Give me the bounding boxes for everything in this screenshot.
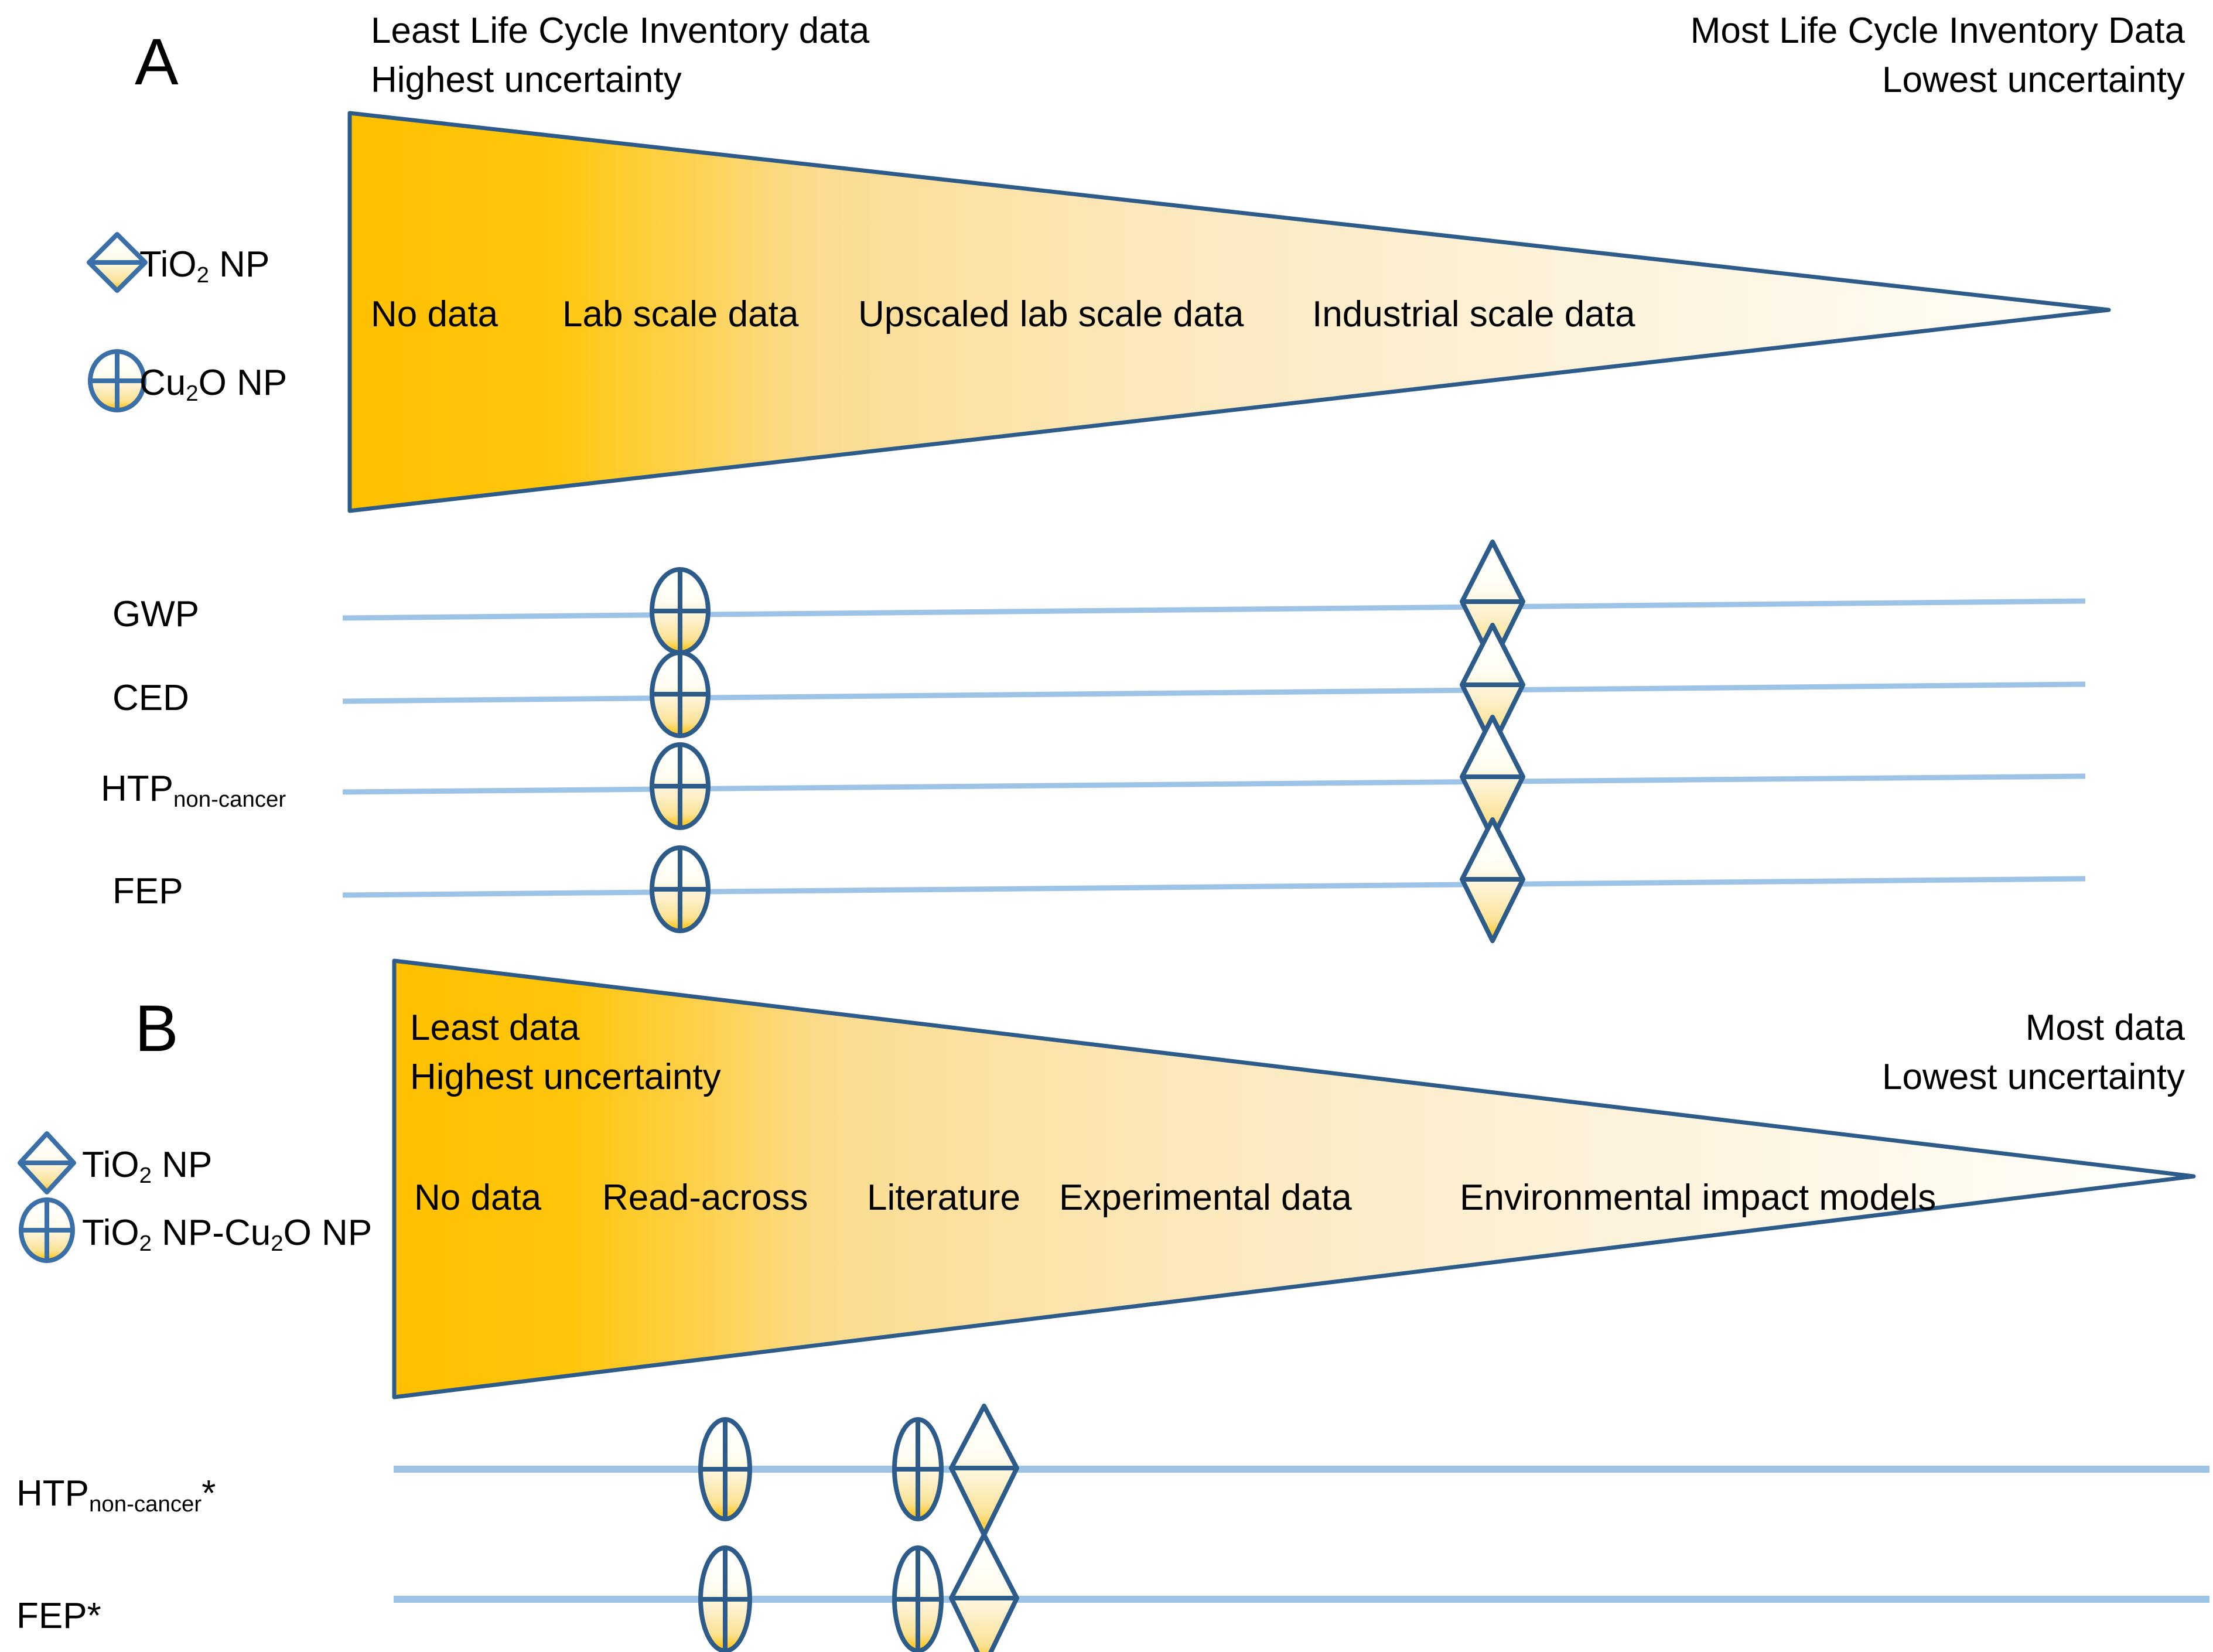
panel-a-triangle-shape xyxy=(347,111,2111,513)
panel-b-row-label-htp: HTPnon-cancer* xyxy=(16,1472,216,1517)
panel-a-stage-label-lab-scale: Lab scale data xyxy=(562,294,799,335)
panel-b-header-inside-line1: Least data xyxy=(410,1008,580,1048)
panel-a-marker-circle-ced xyxy=(650,650,711,738)
panel-b-header-inside-line2: Highest uncertainty xyxy=(410,1057,721,1097)
panel-b-row-label-htp-text: HTPnon-cancer xyxy=(16,1473,202,1517)
panel-a-marker-circle-htp xyxy=(650,742,711,830)
panel-a-header-left-line2: Highest uncertainty xyxy=(371,60,682,100)
panel-a-stage-label-industrial: Industrial scale data xyxy=(1312,294,1635,335)
panel-b-stage-label-literature: Literature xyxy=(867,1177,1020,1218)
panel-a-row-label-gwp: GWP xyxy=(112,593,199,636)
panel-b-stage-label-read-across: Read-across xyxy=(602,1177,808,1218)
panel-a-row-label-ced-text: CED xyxy=(112,678,189,718)
panel-b-stage-label-experimental: Experimental data xyxy=(1059,1177,1352,1218)
panel-a-row-label-fep-text: FEP xyxy=(112,871,183,912)
panel-b-marker-circle-readacross-htp xyxy=(698,1417,752,1521)
panel-b-row-label-fep: FEP* xyxy=(16,1595,101,1637)
panel-a-legend-text-cu2o: Cu2O NP xyxy=(139,363,288,406)
panel-a-legend-diamond-icon xyxy=(87,232,148,293)
panel-a-row-line-gwp xyxy=(342,598,2086,621)
panel-b-row-label-fep-text: FEP xyxy=(16,1596,87,1636)
panel-b-legend-label-tio2-cu2o: TiO2 NP-Cu2O NP xyxy=(82,1211,373,1256)
panel-a-marker-diamond-fep xyxy=(1460,817,1525,943)
panel-a-legend-text-tio2: TiO2 NP xyxy=(139,244,270,288)
panel-b-legend-label-tio2: TiO2 NP xyxy=(82,1144,213,1188)
panel-a-legend-circle-icon xyxy=(88,349,146,412)
panel-a-stage-label-no-data: No data xyxy=(371,294,498,335)
panel-a-header-right-line2: Lowest uncertainty xyxy=(1882,60,2185,100)
panel-a-legend-label-tio2: TiO2 NP xyxy=(139,243,270,288)
panel-a-marker-circle-fep xyxy=(650,845,711,933)
panel-a-header-right-line1: Most Life Cycle Inventory Data xyxy=(1690,11,2185,51)
panel-b-row-label-htp-star: * xyxy=(202,1473,216,1514)
panel-b-legend-text-tio2: TiO2 NP xyxy=(82,1145,213,1188)
panel-a-row-line-fep xyxy=(342,876,2086,898)
panel-b-marker-diamond-literature-fep xyxy=(949,1532,1019,1652)
panel-a-marker-circle-gwp xyxy=(650,567,711,655)
panel-a-row-line-ced xyxy=(342,681,2086,704)
panel-b-marker-circle-readacross-fep xyxy=(698,1545,752,1652)
panel-a-row-label-gwp-text: GWP xyxy=(112,594,200,634)
panel-b-letter: B xyxy=(135,992,179,1065)
panel-b-legend-text-tio2-cu2o: TiO2 NP-Cu2O NP xyxy=(82,1213,373,1256)
panel-a-letter: A xyxy=(135,25,179,98)
panel-b-marker-circle-literature-fep xyxy=(892,1545,944,1652)
panel-b-legend-diamond-icon xyxy=(18,1131,76,1194)
panel-b-stage-label-environmental-models: Environmental impact models xyxy=(1460,1177,1937,1218)
panel-a-row-label-htp: HTPnon-cancer xyxy=(101,767,286,812)
panel-a-row-label-fep: FEP xyxy=(112,870,183,913)
panel-b-marker-circle-literature-htp xyxy=(892,1417,944,1521)
panel-a-row-label-ced: CED xyxy=(112,677,189,719)
panel-b-marker-diamond-literature-htp xyxy=(949,1404,1019,1537)
panel-a-row-label-htp-text: HTPnon-cancer xyxy=(101,769,286,812)
panel-a-row-line-htp xyxy=(342,773,2086,795)
panel-b-triangle-shape xyxy=(392,958,2196,1400)
panel-a-legend-label-cu2o: Cu2O NP xyxy=(139,361,288,406)
panel-a-stage-label-upscaled-lab: Upscaled lab scale data xyxy=(858,294,1244,335)
panel-b-header-right-line2: Lowest uncertainty xyxy=(1882,1057,2185,1097)
panel-b-header-right-line1: Most data xyxy=(2025,1008,2185,1048)
panel-b-triangle xyxy=(392,958,2196,1400)
panel-a-triangle xyxy=(347,111,2111,513)
panel-b-stage-label-no-data: No data xyxy=(414,1177,542,1218)
panel-a-header-left-line1: Least Life Cycle Inventory data xyxy=(371,11,870,51)
panel-b-legend-circle-icon xyxy=(19,1197,75,1263)
panel-b-row-label-fep-star: * xyxy=(87,1596,101,1636)
